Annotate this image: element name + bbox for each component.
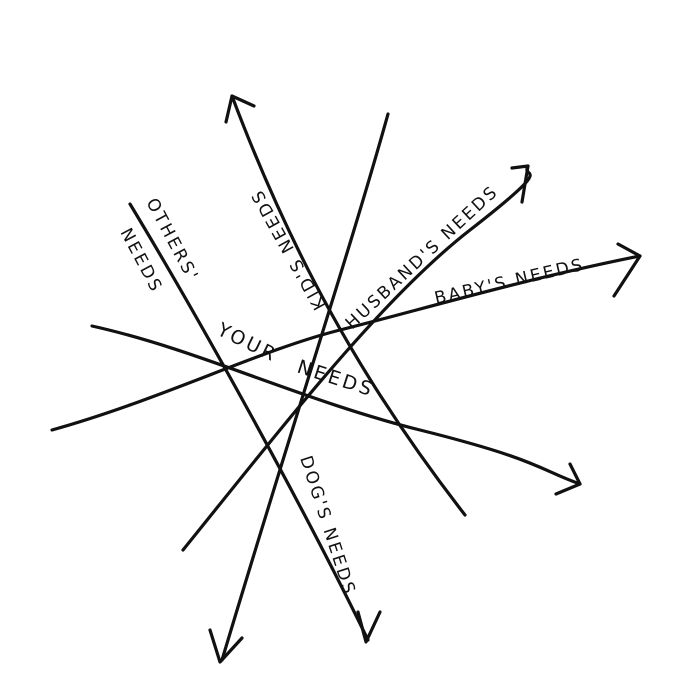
kids-needs-arrowhead-top xyxy=(224,94,256,124)
husbands-needs-label: HUSBAND'S NEEDS xyxy=(342,182,503,334)
your-needs-line xyxy=(90,324,582,486)
husbands-needs-line xyxy=(181,164,532,552)
dogs-needs-label: DOG'S NEEDS xyxy=(295,453,359,598)
others-needs-line xyxy=(128,202,370,642)
dogs-needs-line xyxy=(220,112,390,662)
babys-needs-arrowhead xyxy=(612,242,642,298)
label-others: OTHERS' NEEDS xyxy=(116,195,203,297)
your-needs-arrowhead xyxy=(554,462,582,496)
dogs-needs-arrowhead xyxy=(208,628,244,664)
babys-needs-line xyxy=(50,254,642,432)
others-needs-arrowhead xyxy=(356,610,382,644)
kids-needs-label: KID'S NEEDS xyxy=(247,185,330,313)
babys-needs-label: BABY'S NEEDS xyxy=(433,255,587,309)
kids-needs-line xyxy=(230,94,467,517)
husbands-needs-arrowhead xyxy=(510,164,530,204)
